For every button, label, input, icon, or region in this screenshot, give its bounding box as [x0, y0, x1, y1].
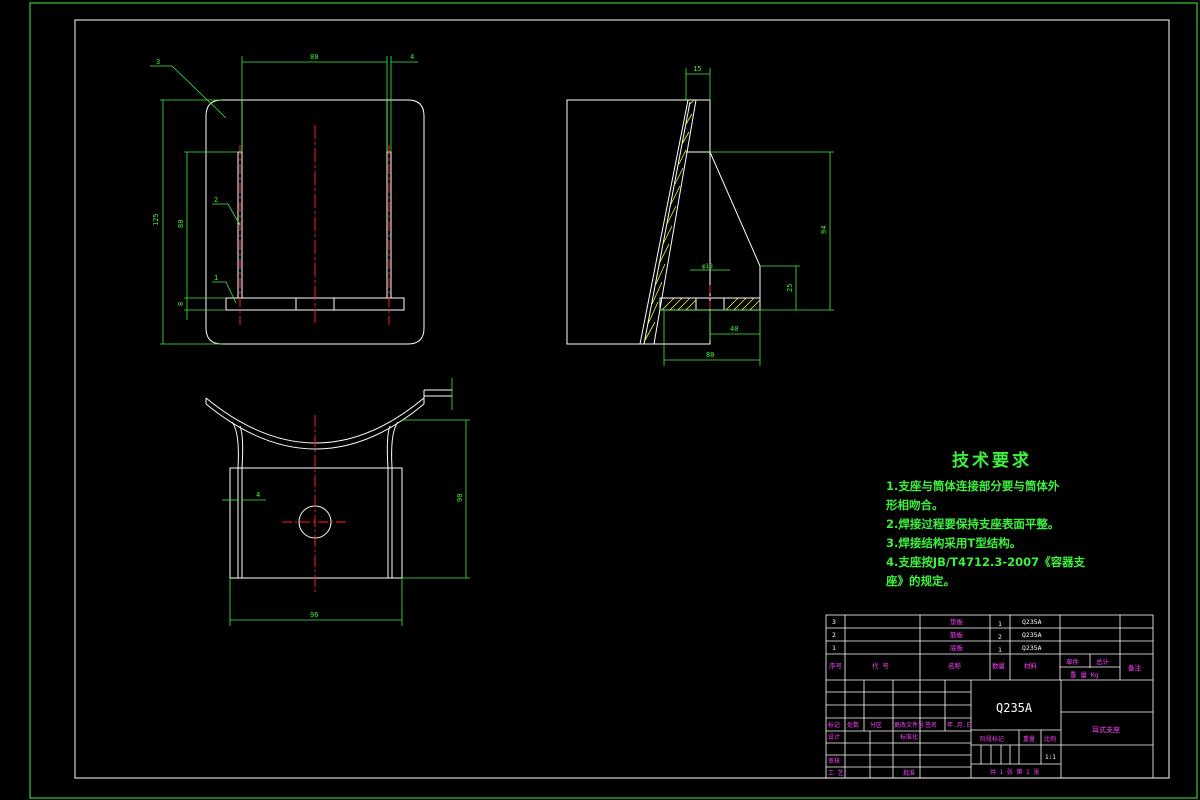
svg-text:阶段标记: 阶段标记: [980, 735, 1004, 743]
svg-text:审核: 审核: [828, 757, 840, 765]
parts-list: 3 垫板 1 Q235A 2 筋板 2 Q235A 1 底板 1 Q235A 序…: [829, 617, 1142, 679]
svg-text:单件: 单件: [1066, 657, 1080, 666]
side-view: 15 94 25 40 80 φ18: [566, 65, 834, 366]
revision-labels: 标记 处数 分区 更改文件号 签名 年.月.日 设计 标准化 阶段标记 重量 比…: [828, 721, 1056, 777]
svg-text:1:1: 1:1: [1045, 754, 1056, 761]
svg-text:筋板: 筋板: [950, 630, 964, 639]
technical-requirements: 技术要求 1.支座与筒体连接部分要与筒体外 形相吻合。 2.焊接过程要保持支座表…: [886, 446, 1146, 591]
svg-text:更改文件号: 更改文件号: [894, 721, 924, 729]
drawing-frame: [74, 19, 1170, 779]
svg-text:Q235A: Q235A: [1022, 631, 1042, 639]
svg-text:3: 3: [832, 618, 836, 626]
note-line: 2.焊接过程要保持支座表面平整。: [886, 517, 1060, 531]
dim-front-80v: 80: [177, 220, 185, 228]
svg-text:重 量 Kg: 重 量 Kg: [1070, 671, 1099, 679]
dim-front-8: 8: [177, 302, 185, 306]
note-line: 座》的规定。: [886, 574, 955, 588]
material-label: Q235A: [996, 701, 1033, 715]
dim-side-40: 40: [730, 325, 738, 333]
svg-text:1: 1: [998, 646, 1002, 654]
top-view: 4 90 96: [205, 378, 470, 626]
svg-text:Q235A: Q235A: [1022, 618, 1042, 626]
svg-text:数量: 数量: [992, 661, 1006, 670]
pad-plate-outline: [205, 99, 425, 345]
svg-text:标记: 标记: [828, 721, 840, 729]
svg-text:处数: 处数: [847, 721, 859, 729]
dim-side-hole: φ18: [702, 263, 713, 270]
dim-front-4: 4: [410, 53, 414, 61]
svg-text:名称: 名称: [948, 661, 962, 670]
svg-text:分区: 分区: [870, 721, 882, 729]
side-pad-outline: [566, 99, 711, 345]
dim-side-15: 15: [693, 65, 701, 73]
svg-text:序号: 序号: [829, 661, 843, 670]
svg-text:2: 2: [998, 633, 1002, 641]
svg-text:共 1 张 第 1 张: 共 1 张 第 1 张: [990, 768, 1039, 776]
base-plate-plan: [229, 467, 403, 579]
svg-text:设计: 设计: [828, 733, 840, 741]
balloon-1: 1: [214, 274, 218, 282]
dim-side-80: 80: [706, 351, 714, 359]
note-line: 1.支座与筒体连接部分要与筒体外: [886, 479, 1060, 493]
note-line: 3.焊接结构采用T型结构。: [886, 536, 1022, 550]
svg-text:底板: 底板: [950, 643, 964, 652]
note-line: 4.支座按JB/T4712.3-2007《容器支: [886, 555, 1086, 569]
notes-title: 技术要求: [952, 451, 1032, 471]
svg-text:比例: 比例: [1044, 735, 1056, 743]
dim-front-80: 80: [310, 53, 318, 61]
svg-text:Q235A: Q235A: [1022, 644, 1042, 652]
svg-text:批准: 批准: [903, 769, 915, 777]
svg-text:年.月.日: 年.月.日: [947, 721, 972, 729]
svg-text:代 号: 代 号: [872, 661, 889, 670]
title-block: [825, 614, 1154, 779]
dim-side-94: 94: [820, 226, 828, 234]
dim-front-125: 125: [152, 213, 160, 226]
svg-text:总计: 总计: [1096, 657, 1110, 666]
dim-top-96: 96: [310, 611, 318, 619]
front-view: 80 4 125 80 8 3 2 1: [150, 53, 425, 345]
outer-border: [29, 2, 1198, 799]
svg-text:2: 2: [832, 631, 836, 639]
dim-side-25: 25: [786, 284, 794, 292]
svg-text:签名: 签名: [925, 721, 937, 729]
dim-top-4: 4: [256, 491, 260, 499]
svg-text:垫板: 垫板: [950, 617, 964, 626]
balloon-3: 3: [156, 58, 160, 66]
balloon-2: 2: [214, 196, 218, 204]
dim-top-90: 90: [456, 494, 464, 502]
svg-text:工 艺: 工 艺: [828, 769, 844, 777]
svg-text:备注: 备注: [1128, 663, 1142, 672]
note-line: 形相吻合。: [886, 498, 944, 512]
svg-text:材料: 材料: [1024, 661, 1038, 670]
svg-text:1: 1: [998, 620, 1002, 628]
svg-text:重量: 重量: [1023, 735, 1035, 743]
svg-text:1: 1: [832, 644, 836, 652]
drawing-name: 耳式支座: [1092, 725, 1120, 734]
svg-text:标准化: 标准化: [900, 733, 918, 741]
